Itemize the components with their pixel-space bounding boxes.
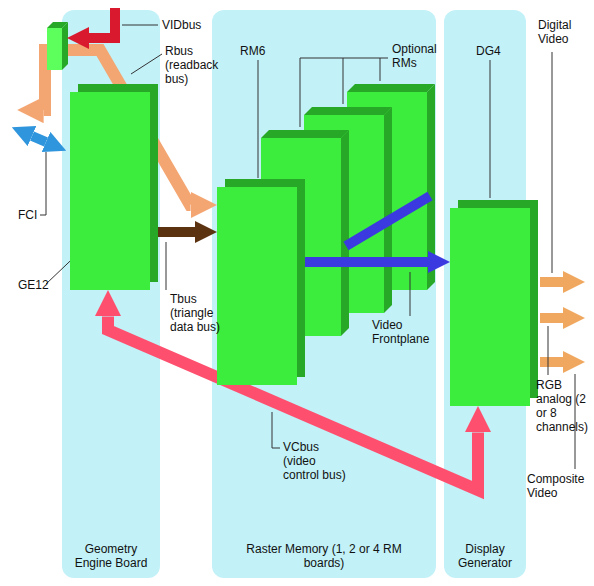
band-caption: Display Generator xyxy=(444,542,526,570)
vidbus-arrow xyxy=(89,8,115,38)
signal-label: RGB analog (2 or 8 channels) xyxy=(536,378,591,434)
circuit-board: DG4 xyxy=(450,208,530,406)
bus-label: Rbus (readback bus) xyxy=(165,44,229,86)
fci-arrow xyxy=(32,136,46,142)
bus-label: VCbus (video control bus) xyxy=(283,440,353,482)
region-band: Raster Memory (1, 2 or 4 RM boards) RM6 xyxy=(212,10,436,578)
bus-label: Video Frontplane xyxy=(372,318,444,346)
bus-label: Tbus (triangle data bus) xyxy=(170,292,234,334)
leader-lines xyxy=(40,25,575,469)
signal-label: VIDbus xyxy=(162,18,222,32)
board-name: RM6 xyxy=(240,44,265,58)
bus-connector xyxy=(297,257,428,267)
video-outputs xyxy=(540,282,563,362)
vid-connector-box xyxy=(47,22,68,70)
region-band: Geometry Engine Board GE12 xyxy=(62,10,160,578)
region-band: Display Generator DG4 xyxy=(444,10,526,578)
signal-label: Composite Video xyxy=(527,472,589,500)
board-name: GE12 xyxy=(18,278,49,292)
band-caption: Raster Memory (1, 2 or 4 RM boards) xyxy=(212,542,436,570)
board-name: DG4 xyxy=(476,44,501,58)
band-ground xyxy=(212,10,436,578)
circuit-board: GE12 xyxy=(70,92,150,290)
frontplane-bar xyxy=(346,196,430,246)
band-ground xyxy=(62,10,160,578)
band-caption: Geometry Engine Board xyxy=(62,542,160,570)
bus-connector xyxy=(150,227,195,237)
circuit-board: RM6 xyxy=(217,187,297,385)
signal-label: Optional RMs xyxy=(392,42,442,70)
signal-label: Digital Video xyxy=(538,18,588,46)
signal-label: FCI xyxy=(18,208,48,222)
